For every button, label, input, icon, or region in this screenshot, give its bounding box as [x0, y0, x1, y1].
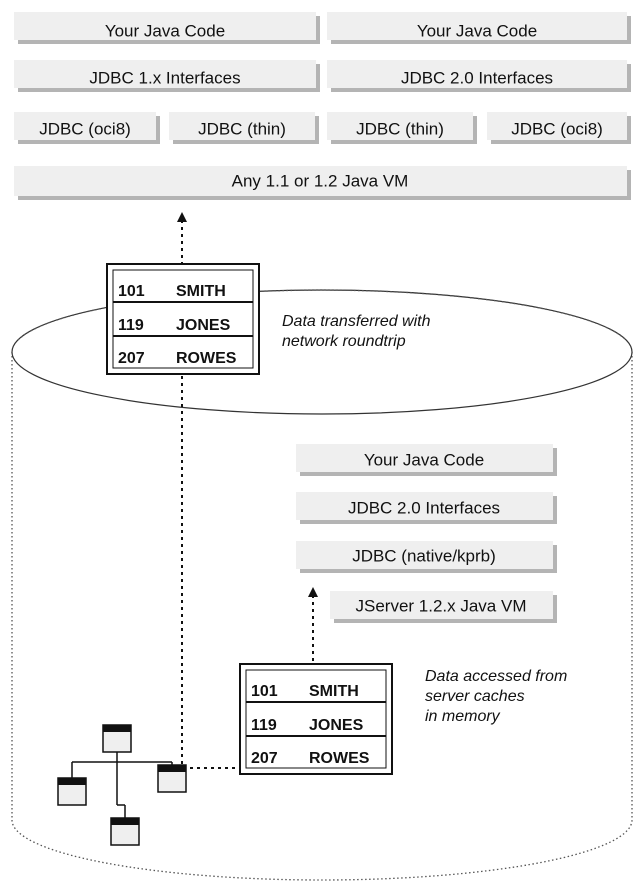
server-driver-box: JDBC (native/kprb) — [296, 541, 557, 573]
cylinder-top — [11, 289, 633, 415]
cache-row-3-id: 207 — [251, 750, 278, 767]
network-row-1-id: 101 — [118, 283, 145, 300]
server-code-label: Your Java Code — [364, 450, 484, 469]
client-left-code-label: Your Java Code — [105, 21, 225, 40]
server-interfaces-box: JDBC 2.0 Interfaces — [296, 492, 557, 524]
cache-caption-line-2: server caches — [425, 688, 525, 705]
database-cylinder — [11, 289, 633, 881]
cache-row-1-id: 101 — [251, 683, 278, 700]
tree-node-left — [57, 777, 87, 806]
cache-row-1-name: SMITH — [309, 683, 359, 700]
tree-node-bottom — [110, 817, 140, 846]
cache-row-3-name: ROWES — [309, 750, 370, 767]
client-right-interfaces-label: JDBC 2.0 Interfaces — [401, 68, 553, 87]
client-left-code-box: Your Java Code — [14, 12, 320, 44]
client-vm-box: Any 1.1 or 1.2 Java VM — [14, 166, 631, 200]
cache-caption-line-3: in memory — [425, 708, 501, 725]
network-row-3-id: 207 — [118, 350, 145, 367]
network-row-2-name: JONES — [176, 317, 231, 334]
server-interfaces-label: JDBC 2.0 Interfaces — [348, 498, 500, 517]
server-code-box: Your Java Code — [296, 444, 557, 476]
cache-row-2-name: JONES — [309, 717, 364, 734]
client-left-driver-b-label: JDBC (thin) — [198, 119, 286, 138]
client-left-driver-b-box: JDBC (thin) — [169, 112, 319, 144]
tree-node-right — [157, 764, 187, 793]
client-right-driver-b-box: JDBC (oci8) — [487, 112, 631, 144]
server-driver-label: JDBC (native/kprb) — [352, 546, 496, 565]
server-vm-label: JServer 1.2.x Java VM — [355, 596, 526, 615]
cache-row-2-id: 119 — [251, 717, 277, 734]
client-vm-label: Any 1.1 or 1.2 Java VM — [232, 171, 409, 190]
client-right-code-label: Your Java Code — [417, 21, 537, 40]
client-right-code-box: Your Java Code — [327, 12, 631, 44]
client-left-interfaces-box: JDBC 1.x Interfaces — [14, 60, 320, 92]
client-left-driver-a-label: JDBC (oci8) — [39, 119, 131, 138]
stored-data-tree-icon — [57, 724, 187, 846]
client-left-interfaces-label: JDBC 1.x Interfaces — [89, 68, 240, 87]
network-row-2-id: 119 — [118, 317, 144, 334]
client-right-driver-a-label: JDBC (thin) — [356, 119, 444, 138]
client-right-driver-a-box: JDBC (thin) — [327, 112, 477, 144]
client-stack: Your Java Code Your Java Code JDBC 1.x I… — [14, 12, 631, 200]
network-row-3-name: ROWES — [176, 350, 237, 367]
network-caption-line-2: network roundtrip — [282, 333, 406, 350]
server-vm-box: JServer 1.2.x Java VM — [330, 591, 557, 623]
cylinder-top-back-edge — [17, 289, 627, 341]
network-data-table: 101 SMITH 119 JONES 207 ROWES — [106, 263, 260, 375]
client-right-interfaces-box: JDBC 2.0 Interfaces — [327, 60, 631, 92]
cache-caption-line-1: Data accessed from — [425, 668, 567, 685]
network-caption-line-1: Data transferred with — [282, 313, 431, 330]
tree-node-root — [102, 724, 132, 753]
cache-data-table: 101 SMITH 119 JONES 207 ROWES — [239, 663, 393, 775]
network-row-1-name: SMITH — [176, 283, 226, 300]
cylinder-bottom — [11, 819, 633, 881]
server-stack: Your Java Code JDBC 2.0 Interfaces JDBC … — [296, 444, 557, 623]
client-right-driver-b-label: JDBC (oci8) — [511, 119, 603, 138]
client-left-driver-a-box: JDBC (oci8) — [14, 112, 160, 144]
